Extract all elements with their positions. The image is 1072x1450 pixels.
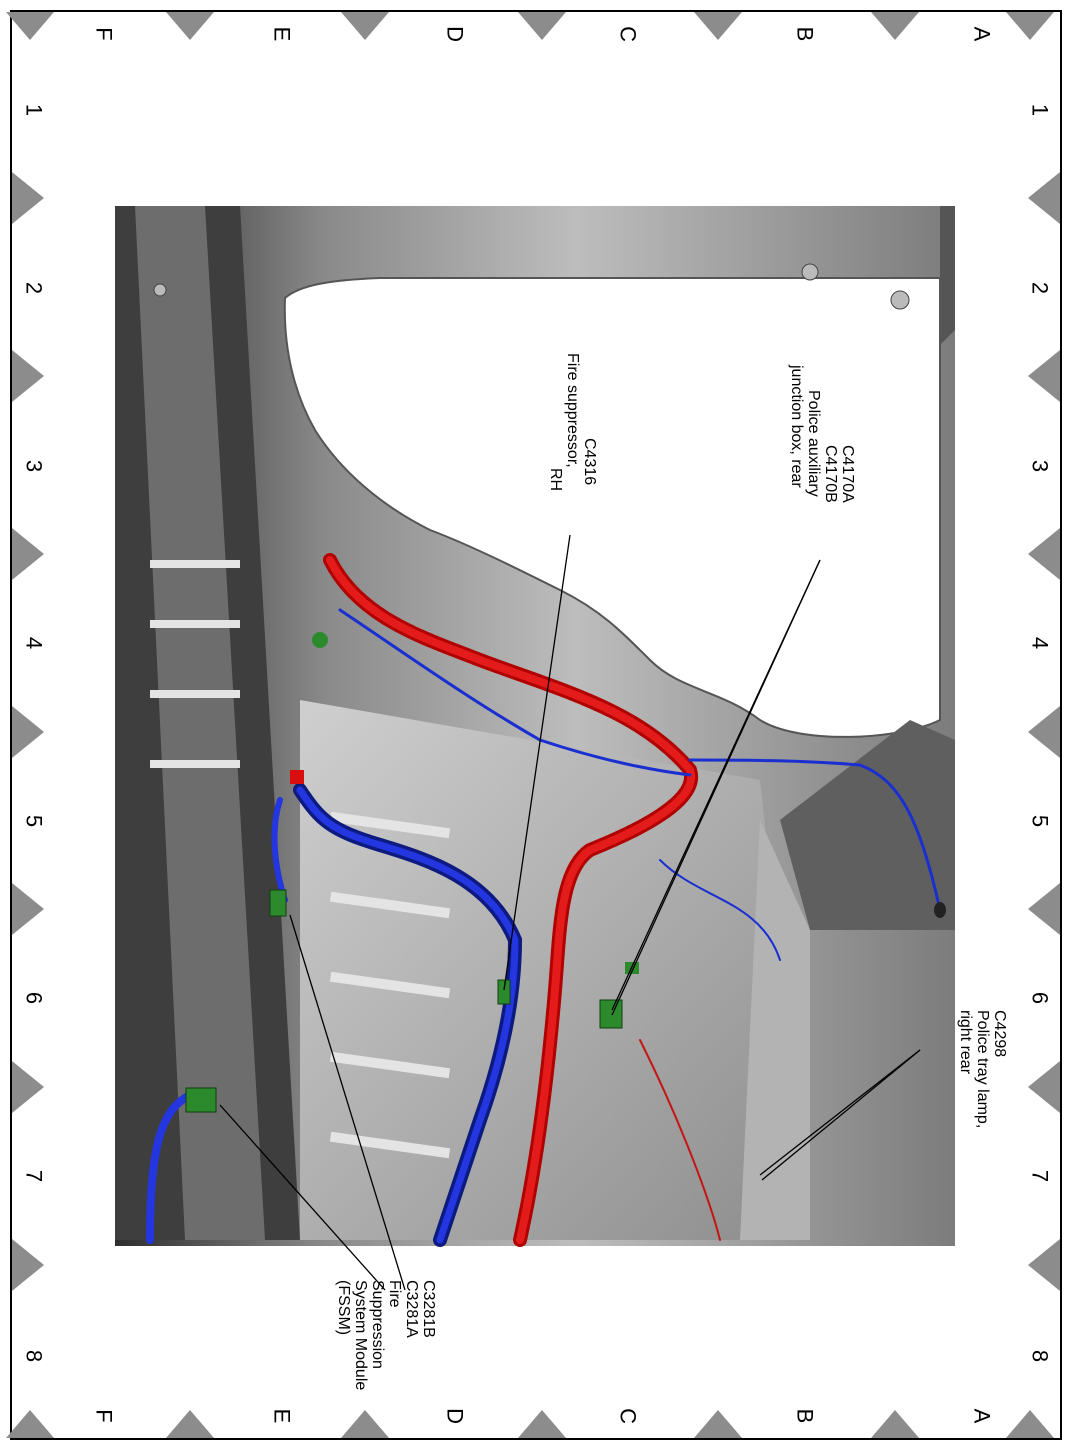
grid-row-label-bottom: C bbox=[616, 1408, 641, 1424]
grid-col-label-right: 7 bbox=[1028, 1170, 1053, 1182]
grid-col-label-right: 3 bbox=[1028, 460, 1053, 472]
callout-c3281-line1: C3281B bbox=[420, 1280, 437, 1338]
grid-marker-left bbox=[12, 883, 44, 935]
callout-c4298: C4298 Police tray lamp, right rear bbox=[957, 1010, 1008, 1128]
grid-row-label-top: A bbox=[970, 27, 995, 42]
callout-c3281: C3281B C3281A Fire Suppression System Mo… bbox=[335, 1280, 437, 1390]
grid-col-label-left: 6 bbox=[22, 992, 47, 1004]
callout-c4316: C4316 Fire suppressor, RH bbox=[547, 353, 598, 491]
grid-marker-bottom bbox=[1006, 1410, 1054, 1438]
grid-marker-bottom bbox=[518, 1410, 566, 1438]
grid-labels: A A B B C C D D E E F F 1 1 2 2 3 3 4 4 5 5 6 6 7 7 8 8 bbox=[22, 26, 1053, 1424]
grid-row-label-top: B bbox=[793, 27, 818, 42]
callout-c3281-line2: C3281A bbox=[403, 1280, 420, 1338]
grid-row-label-top: D bbox=[443, 26, 468, 42]
grid-col-label-left: 4 bbox=[22, 637, 47, 649]
callout-c4170-line1: C4170A bbox=[839, 445, 856, 503]
grid-marker-left bbox=[12, 1239, 44, 1291]
callout-c4298-line1: C4298 bbox=[991, 1010, 1008, 1057]
connector-c4170 bbox=[599, 999, 623, 1029]
grid-marker-top bbox=[166, 12, 214, 40]
grid-col-label-left: 7 bbox=[22, 1170, 47, 1182]
grid-marker-left bbox=[12, 172, 44, 224]
callout-c3281-line3: Fire bbox=[386, 1280, 403, 1308]
connector-c4298 bbox=[934, 902, 946, 918]
grid-col-label-left: 3 bbox=[22, 460, 47, 472]
grid-marker-right bbox=[1028, 1239, 1060, 1291]
grid-marker-bottom bbox=[166, 1410, 214, 1438]
callout-c4170-line3: Police auxiliary bbox=[805, 390, 822, 497]
grid-col-label-left: 8 bbox=[22, 1350, 47, 1362]
callout-c4170-line4: junction box, rear bbox=[788, 364, 805, 488]
vehicle-body-render bbox=[115, 206, 955, 1246]
grid-col-label-right: 8 bbox=[1028, 1350, 1053, 1362]
grid-marker-right bbox=[1028, 1061, 1060, 1113]
grid-row-label-bottom: D bbox=[443, 1408, 468, 1424]
grid-marker-top bbox=[341, 12, 389, 40]
grid-row-label-bottom: F bbox=[92, 1409, 117, 1422]
callout-c4170: C4170A C4170B Police auxiliary junction … bbox=[788, 364, 856, 503]
grid-marker-bottom bbox=[6, 1410, 54, 1438]
grid-markers bbox=[6, 12, 1060, 1438]
page-border bbox=[10, 10, 1062, 1440]
callout-c4316-line1: C4316 bbox=[581, 438, 598, 485]
callout-c3281-line6: (FSSM) bbox=[335, 1280, 352, 1335]
grid-marker-bottom bbox=[694, 1410, 742, 1438]
grid-marker-left bbox=[12, 528, 44, 580]
callout-c4316-line3: RH bbox=[547, 468, 564, 491]
grid-marker-left bbox=[12, 1061, 44, 1113]
grid-marker-right bbox=[1028, 172, 1060, 224]
grid-row-label-bottom: A bbox=[970, 1409, 995, 1424]
connector-c3281-secondary bbox=[269, 889, 287, 917]
grid-col-label-right: 6 bbox=[1028, 992, 1053, 1004]
grid-row-label-top: C bbox=[616, 26, 641, 42]
connector-c4316 bbox=[497, 979, 511, 1005]
grid-marker-right bbox=[1028, 706, 1060, 758]
callout-c4298-line2: Police tray lamp, bbox=[974, 1010, 991, 1128]
grid-row-label-bottom: E bbox=[270, 1409, 295, 1424]
grid-marker-right bbox=[1028, 883, 1060, 935]
callout-c4298-line3: right rear bbox=[957, 1010, 974, 1075]
connectors bbox=[185, 632, 946, 1113]
grid-col-label-left: 5 bbox=[22, 815, 47, 827]
wiring-harness bbox=[146, 553, 942, 1247]
grid-marker-right bbox=[1028, 350, 1060, 402]
callout-c3281-line4: Suppression bbox=[369, 1280, 386, 1369]
grid-marker-top bbox=[518, 12, 566, 40]
connector-c3281 bbox=[185, 1087, 217, 1113]
grid-col-label-right: 1 bbox=[1028, 104, 1053, 116]
grid-marker-left bbox=[12, 350, 44, 402]
callout-c4170-line2: C4170B bbox=[822, 445, 839, 503]
callout-leaders bbox=[219, 534, 921, 1291]
grid-row-label-top: F bbox=[92, 27, 117, 40]
grid-row-label-bottom: B bbox=[793, 1409, 818, 1424]
grid-col-label-right: 5 bbox=[1028, 815, 1053, 827]
grid-row-label-top: E bbox=[270, 27, 295, 42]
grid-marker-left bbox=[12, 706, 44, 758]
grid-marker-top bbox=[871, 12, 919, 40]
grid-marker-bottom bbox=[341, 1410, 389, 1438]
connector-red-clip bbox=[290, 770, 304, 784]
grid-marker-top bbox=[694, 12, 742, 40]
grid-marker-top bbox=[6, 12, 54, 40]
grid-col-label-left: 1 bbox=[22, 104, 47, 116]
grid-marker-bottom bbox=[871, 1410, 919, 1438]
grid-col-label-right: 4 bbox=[1028, 637, 1053, 649]
callout-c4316-line2: Fire suppressor, bbox=[564, 353, 581, 468]
grid-marker-top bbox=[1006, 12, 1054, 40]
grid-marker-right bbox=[1028, 528, 1060, 580]
grid-col-label-right: 2 bbox=[1028, 282, 1053, 294]
grid-col-label-left: 2 bbox=[22, 282, 47, 294]
callout-c3281-line5: System Module bbox=[352, 1280, 369, 1390]
